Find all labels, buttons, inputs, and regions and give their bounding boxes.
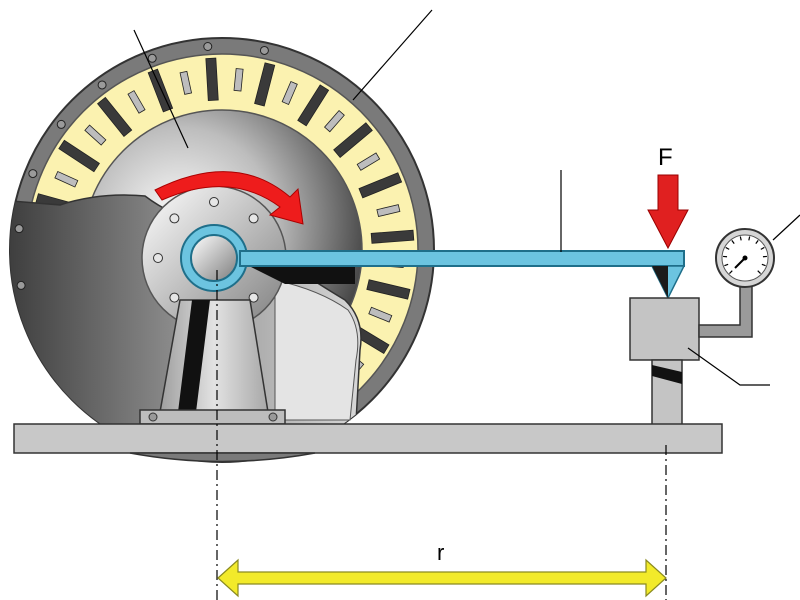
flange-bolt [169, 213, 180, 224]
coil-tooth [358, 172, 403, 199]
force-label: F [658, 144, 673, 171]
gauge-tick [729, 270, 733, 274]
coil-tooth [281, 80, 298, 105]
load-cell-box [629, 297, 700, 361]
leader-line-gauge [772, 214, 800, 241]
coil-tooth [370, 229, 415, 244]
housing-bolt [97, 80, 107, 90]
pedestal-foot [139, 409, 286, 425]
foot-bolt-right [268, 412, 278, 422]
flange-bolt [169, 292, 180, 303]
double-arrow-icon [217, 558, 667, 598]
leader-line-casing [352, 9, 433, 101]
arrow-down-icon [647, 174, 689, 250]
coil-tooth [376, 204, 401, 217]
coil-tooth [333, 122, 373, 158]
flange-bolt [248, 213, 259, 224]
gauge-pipe [698, 284, 753, 338]
housing-bolt [16, 280, 26, 290]
housing-bolt [14, 224, 24, 234]
load-cell-post-shadow [652, 365, 682, 384]
housing-bolt [147, 53, 157, 63]
coil-tooth [297, 84, 330, 127]
coil-tooth [254, 62, 276, 107]
housing-bolts [14, 41, 269, 290]
leader-line-rotor [133, 29, 189, 149]
shaft [190, 234, 238, 282]
knife-edge-dark [652, 266, 668, 298]
gauge-tick [739, 236, 742, 241]
lever-arm [239, 250, 685, 267]
gauge-tick [748, 236, 751, 241]
coil-tooth [127, 90, 146, 114]
coil-tooth [205, 57, 219, 101]
coil-tooth [368, 306, 393, 323]
coil-tooth [58, 139, 100, 173]
housing-bolt [259, 45, 269, 55]
curved-arrow-icon [154, 171, 304, 225]
base-plate [13, 423, 723, 454]
leader-line-load-cell [687, 347, 770, 386]
gauge-icon [715, 228, 775, 288]
coil-tooth [233, 68, 244, 92]
flange-bolt [248, 292, 259, 303]
foot-bolt-left [148, 412, 158, 422]
coil-tooth [54, 170, 79, 188]
gauge-tick [724, 263, 729, 267]
housing-inner-panel [274, 279, 359, 421]
coil-tooth [366, 279, 411, 300]
housing-bolt [28, 169, 38, 179]
pedestal-shadow [178, 300, 210, 412]
coil-tooth [84, 124, 107, 146]
lever-arm-shadow [245, 264, 355, 284]
coil-tooth [356, 152, 381, 171]
flange-bolt [153, 253, 163, 263]
coil-tooth [97, 96, 133, 137]
gauge-tick [725, 246, 730, 250]
flange-bolt [209, 197, 219, 207]
gauge-tick [731, 240, 735, 244]
gauge-tick [755, 240, 759, 244]
housing-bolt [56, 119, 66, 129]
housing-bolt [203, 41, 213, 51]
gauge-tick [760, 246, 765, 250]
coil-tooth [324, 110, 345, 133]
coil-tooth [179, 70, 193, 95]
gauge-tick [757, 270, 761, 274]
gauge-tick [761, 263, 766, 267]
radius-label: r [437, 540, 444, 565]
casing-bottom [129, 452, 316, 463]
